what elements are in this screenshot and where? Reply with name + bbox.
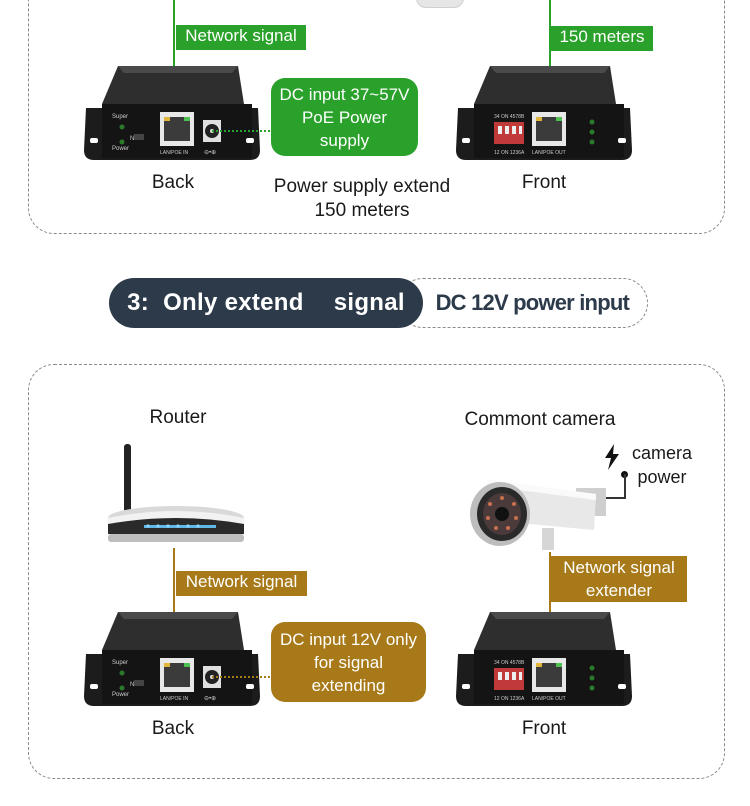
- section3-front-device: 34 ON 4578B 12 ON 1236A LAN/POE OUT: [454, 610, 634, 710]
- cctv-camera-icon: [466, 470, 612, 554]
- cropped-device-top-center: [416, 0, 464, 8]
- section2-left-connector: [173, 0, 175, 118]
- dc-jack-icon: ⊖•⊕: [204, 150, 217, 156]
- section2-front-label: Front: [521, 172, 567, 193]
- banner-text-b: signal: [333, 289, 405, 316]
- camera-power-line-h: [606, 497, 626, 499]
- section2-front-device: 34 ON 4578B 12 ON 1236A LAN/POE OUT: [454, 64, 634, 164]
- device-dip-bottom-label: 12 ON 1236A: [494, 150, 525, 156]
- section2-back-label: Back: [151, 172, 195, 193]
- camera-power-line: [624, 474, 626, 498]
- section3-right-connector: [549, 552, 551, 666]
- device-n-label: N: [130, 136, 135, 142]
- device-lan-out-label: LAN/POE OUT: [532, 696, 566, 702]
- section3-front-label: Front: [521, 718, 567, 739]
- device-super-label: Super: [112, 114, 129, 120]
- dc-jack-icon: ⊖•⊕: [204, 696, 217, 702]
- section2-left-tag: Network signal: [176, 25, 306, 50]
- section2-frame: [28, 0, 725, 234]
- banner-text-a: Only extend: [163, 289, 304, 316]
- camera-label: Commont camera: [464, 409, 616, 430]
- section3-left-tag: Network signal: [176, 571, 307, 596]
- device-dip-top-label: 34 ON 4578B: [494, 114, 525, 120]
- section2-power-line: [212, 130, 274, 132]
- section3-power-line: [212, 676, 274, 678]
- device-lan-in-label: LAN/POE IN: [160, 696, 189, 702]
- router-label: Router: [149, 407, 207, 428]
- wifi-router-icon: [104, 442, 246, 548]
- device-lan-in-label: LAN/POE IN: [160, 150, 189, 156]
- section3-left-connector: [173, 548, 175, 666]
- banner-right-text: DC 12V power input: [435, 290, 630, 315]
- section2-back-device: Super Power N LAN/POE IN ⊖•⊕: [82, 64, 262, 164]
- section2-right-connector: [549, 0, 551, 118]
- banner-right-pill: DC 12V power input: [398, 278, 648, 328]
- device-n-label: N: [130, 682, 135, 688]
- section3-back-label: Back: [151, 718, 195, 739]
- section3-frame: [28, 364, 725, 779]
- device-dip-top-label: 34 ON 4578B: [494, 660, 525, 666]
- banner-left-pill: 3: Only extend signal: [109, 278, 423, 328]
- device-power-label: Power: [112, 146, 130, 152]
- device-dip-bottom-label: 12 ON 1236A: [494, 696, 525, 702]
- device-power-label: Power: [112, 692, 130, 698]
- lightning-bolt-icon: [603, 444, 621, 470]
- section3-back-device: Super Power N LAN/POE IN ⊖•⊕: [82, 610, 262, 710]
- banner-number: 3:: [127, 289, 150, 316]
- device-super-label: Super: [112, 660, 129, 666]
- device-lan-out-label: LAN/POE OUT: [532, 150, 566, 156]
- section2-right-tag: 150 meters: [551, 26, 653, 51]
